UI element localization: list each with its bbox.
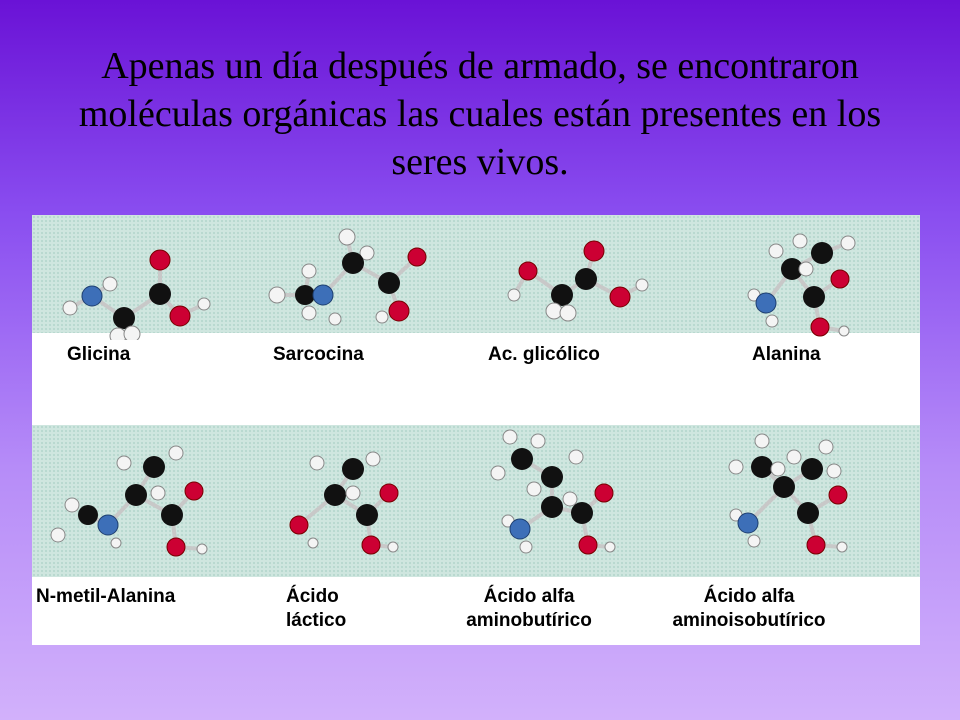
label-acido-alfa-aminoisobutirico-line1: Ácido alfa <box>703 586 795 607</box>
acido-alfa-aminoisobutirico-molecule-image <box>728 433 848 555</box>
label-acido-alfa-aminoisobutirico-line2: aminoisobutírico <box>672 610 826 631</box>
acido-lactico-molecule-image <box>289 451 399 555</box>
label-acido-alfa-aminoisobutirico: Ácido alfa aminoisobutírico <box>654 585 844 633</box>
title-line-2: moléculas orgánicas las cuales están pre… <box>78 93 882 135</box>
label-ac-glicolico: Ac. glicólico <box>488 344 600 365</box>
label-sarcocina: Sarcocina <box>273 344 364 365</box>
label-acido-alfa-aminobutirico: Ácido alfa aminobutírico <box>444 585 614 633</box>
title-line-1: Apenas un día después de armado, se enco… <box>101 45 859 87</box>
sarcocina-molecule-image <box>268 228 427 326</box>
label-acido-lactico-line1: Ácido <box>286 586 339 607</box>
slide-title: Apenas un día después de armado, se enco… <box>20 42 940 186</box>
ac-glicolico-molecule-image <box>507 240 649 322</box>
label-acido-lactico: Ácido láctico <box>286 585 346 633</box>
alanina-molecule-image <box>747 233 856 337</box>
title-line-3: seres vivos. <box>391 141 569 183</box>
label-acido-alfa-aminobutirico-line2: aminobutírico <box>466 610 592 631</box>
label-n-metil-alanina: N-metil-Alanina <box>36 585 175 609</box>
glicina-molecule-image <box>62 249 211 340</box>
n-metil-alanina-molecule-image <box>50 445 208 557</box>
label-n-metil-alanina-line1: N-metil-Alanina <box>36 586 176 607</box>
label-acido-lactico-line2: láctico <box>286 610 347 631</box>
molecules-figure: Glicina Sarcocina Ac. glicólico Alanina <box>32 215 920 645</box>
label-glicina: Glicina <box>67 344 131 365</box>
label-alanina: Alanina <box>752 344 821 365</box>
label-acido-alfa-aminobutirico-line1: Ácido alfa <box>483 586 575 607</box>
acido-alfa-aminobutirico-molecule-image <box>490 429 616 555</box>
